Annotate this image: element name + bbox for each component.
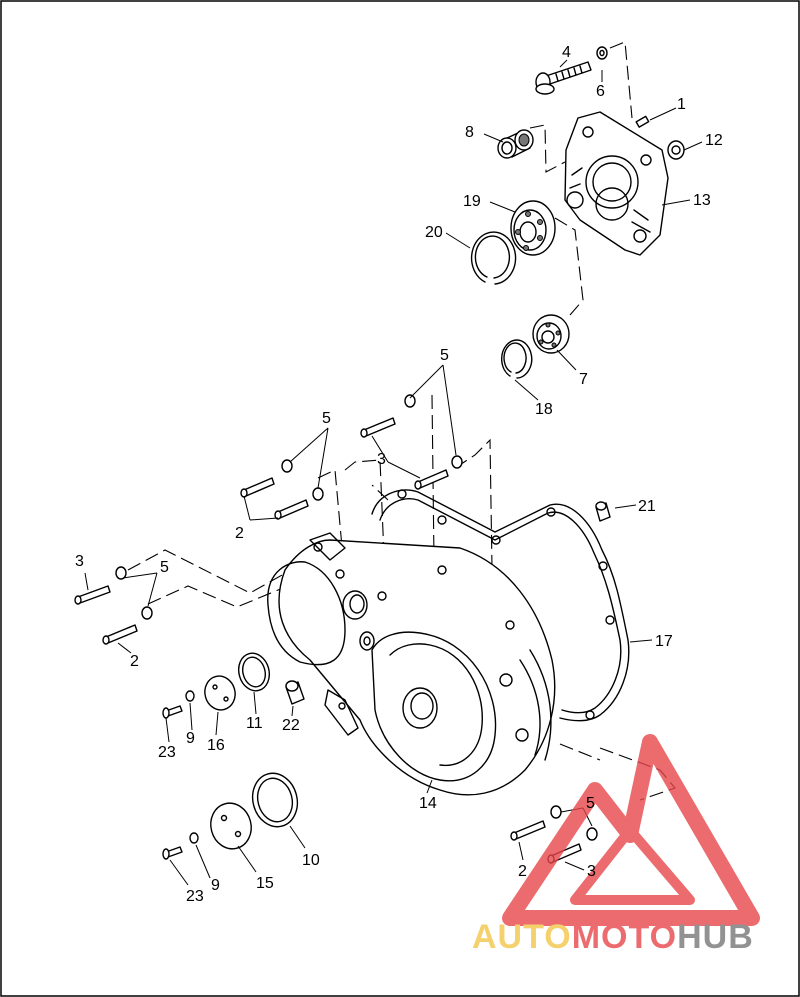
- callout-12: 12: [705, 132, 723, 149]
- dowel-pin: [635, 115, 650, 128]
- callout-2-left: 2: [130, 653, 139, 670]
- callout-2-upper: 2: [235, 525, 244, 542]
- callout-7: 7: [579, 371, 588, 388]
- callout-20: 20: [425, 224, 443, 241]
- o-ring-large: [251, 772, 299, 828]
- callout-14: 14: [419, 795, 437, 812]
- retaining-ring-small: [501, 339, 533, 379]
- callout-11: 11: [246, 715, 263, 732]
- callout-17: 17: [655, 633, 673, 650]
- watermark-triangle-icon: [502, 734, 760, 926]
- callout-5-lower: 5: [586, 795, 595, 812]
- callout-4: 4: [562, 44, 571, 61]
- dowel-sleeve: [595, 501, 611, 522]
- callout-10: 10: [302, 852, 320, 869]
- callout-16: 16: [207, 737, 225, 754]
- callout-21: 21: [638, 498, 656, 515]
- callout-9-upper: 9: [186, 730, 195, 747]
- ball-bearing-small: [532, 314, 570, 354]
- callout-3-top: 3: [377, 451, 386, 468]
- watermark-text-moto: MOTO: [572, 918, 677, 956]
- callout-13: 13: [693, 192, 711, 209]
- inspection-plug-small: [204, 675, 236, 711]
- bearing-plate-bracket: [564, 111, 669, 256]
- callout-5-left: 5: [160, 559, 169, 576]
- callout-8: 8: [465, 124, 474, 141]
- callout-2-lower: 2: [518, 863, 527, 880]
- watermark-text-hub: HUB: [677, 918, 754, 956]
- o-ring-small: [237, 652, 271, 692]
- cover-gasket: [371, 489, 630, 722]
- callout-6: 6: [596, 83, 605, 100]
- callout-23-lower: 23: [186, 888, 204, 905]
- callout-18: 18: [535, 401, 553, 418]
- bushing: [667, 140, 685, 160]
- leader-lines: [84, 59, 703, 886]
- callout-5-upper-left: 5: [322, 410, 331, 427]
- spacer-sleeve: [497, 129, 534, 159]
- callout-23-upper: 23: [158, 744, 176, 761]
- retaining-ring-large: [470, 231, 517, 285]
- inspection-plug-large: [210, 802, 252, 850]
- screw-and-washer-lower: [162, 832, 199, 860]
- watermark-text-auto: AUTO: [472, 918, 572, 956]
- callout-3-left: 3: [75, 553, 84, 570]
- screw-and-washer-upper: [162, 690, 195, 719]
- upper-guide-lines: [529, 41, 633, 316]
- callout-labels: 1 4 6 8 12 13 19 20 7 18 5 5 3 2 21 3 5 …: [75, 44, 723, 905]
- ball-bearing-large: [510, 200, 556, 256]
- watermark-logo: AUTOMOTOHUB: [472, 734, 760, 956]
- callout-1: 1: [677, 96, 686, 113]
- outer-cover: [267, 532, 556, 796]
- callout-5-top: 5: [440, 347, 449, 364]
- callout-3-lower: 3: [587, 863, 596, 880]
- callout-15: 15: [256, 875, 274, 892]
- cover-spacer: [285, 631, 375, 705]
- flange-bolt: [535, 61, 592, 95]
- callout-9-lower: 9: [211, 877, 220, 894]
- callout-22: 22: [282, 717, 300, 734]
- callout-19: 19: [463, 193, 481, 210]
- watermark-text: AUTOMOTOHUB: [472, 918, 754, 956]
- washer-small: [596, 46, 608, 60]
